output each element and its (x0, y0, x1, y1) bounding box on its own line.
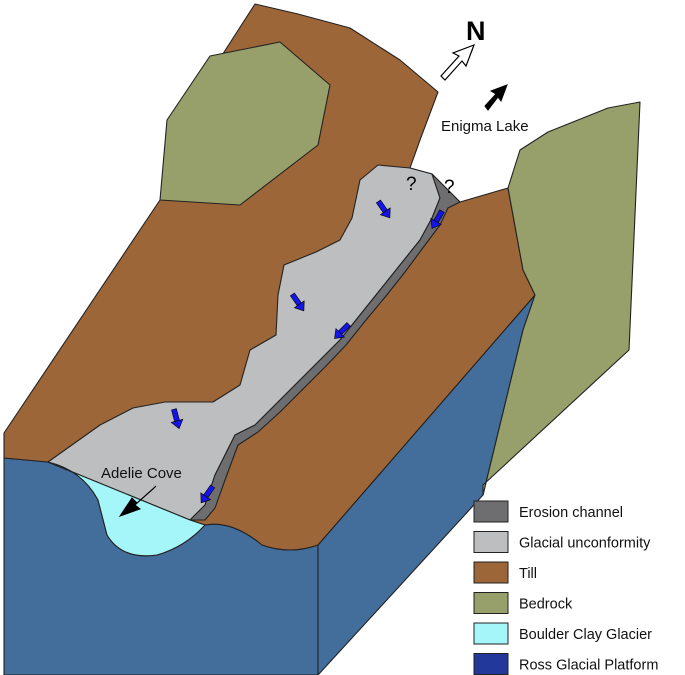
flow-arrow (430, 209, 445, 229)
legend-label: Erosion channel (519, 505, 623, 521)
legend-label: Till (519, 566, 537, 582)
legend-label: Bedrock (519, 597, 573, 613)
enigma-lake-arrow-icon (484, 84, 508, 111)
legend-label: Ross Glacial Platform (519, 658, 658, 674)
flow-arrow (334, 322, 351, 339)
flow-arrow (200, 484, 216, 504)
legend-swatch (473, 561, 509, 584)
legend-swatch (473, 653, 509, 675)
north-arrow-icon: N (440, 16, 486, 81)
legend-label: Glacial unconformity (519, 536, 651, 552)
legend-swatch (473, 500, 509, 523)
flow-arrow (289, 292, 305, 312)
legend-item: Bedrock (473, 592, 573, 614)
legend-swatch (473, 622, 509, 645)
question-mark-1: ? (406, 174, 417, 195)
legend-swatch (473, 592, 509, 614)
legend-item: Till (473, 561, 537, 584)
legend-swatch (473, 531, 509, 553)
legend-item: Glacial unconformity (473, 531, 651, 553)
flow-arrow (170, 408, 184, 430)
adelie-cove-label: Adelie Cove (101, 465, 182, 482)
legend-item: Erosion channel (473, 500, 623, 523)
legend-item: Boulder Clay Glacier (473, 622, 652, 645)
flow-arrows (170, 199, 445, 504)
north-label: N (466, 16, 486, 46)
question-mark-2: ? (444, 177, 455, 198)
flow-arrow (375, 199, 391, 219)
bedrock-top-left (159, 41, 331, 206)
enigma-lake-label: Enigma Lake (441, 118, 529, 135)
legend-label: Boulder Clay Glacier (519, 627, 652, 643)
adelie-cove-arrow-icon (118, 485, 157, 517)
legend-item: Ross Glacial Platform (473, 653, 658, 675)
bedrock-right-ridge (482, 101, 641, 496)
erosion-channel (189, 173, 461, 521)
